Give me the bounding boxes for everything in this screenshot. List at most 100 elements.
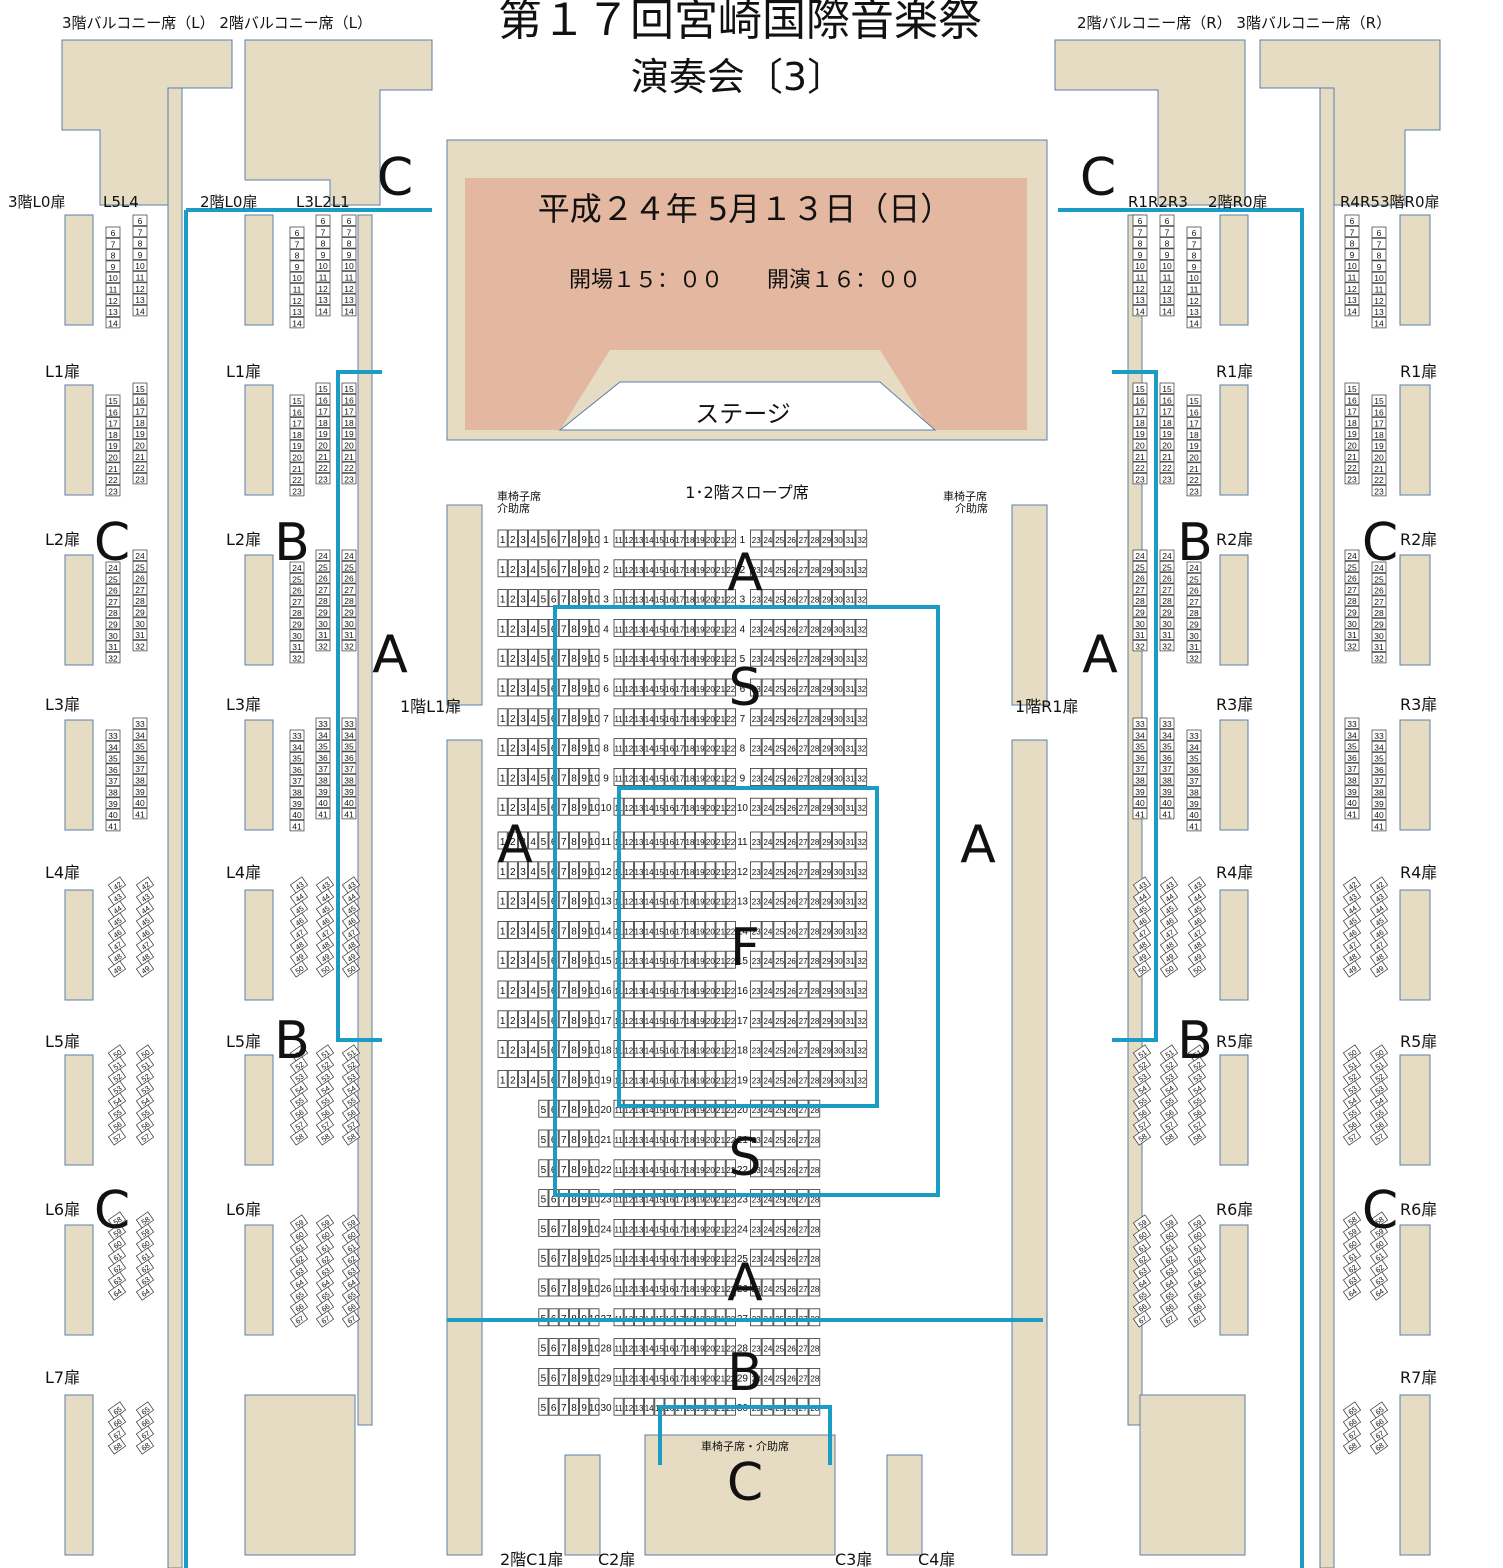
seat: [538, 950, 549, 969]
seat-number: 32: [292, 653, 302, 663]
seat-number: 14: [1162, 306, 1172, 316]
seat: [674, 1338, 685, 1356]
seat-number: 16: [665, 1196, 674, 1205]
seat-number: 29: [822, 596, 831, 605]
seat: [634, 1368, 645, 1386]
seat-number: 18: [686, 1076, 695, 1085]
seat-number: 24: [344, 551, 354, 561]
seat: [579, 648, 590, 667]
seat-number: 7: [561, 624, 567, 635]
seat-number: 27: [799, 1106, 808, 1115]
seat-number: 39: [344, 787, 354, 797]
seat-number: 15: [655, 685, 664, 694]
seat: [105, 271, 121, 284]
seat-number: 5: [541, 897, 547, 908]
seat-number: 22: [726, 745, 735, 754]
seat: [843, 921, 856, 939]
seat: [761, 768, 774, 786]
seat-number: 9: [581, 803, 587, 814]
seat: [569, 1397, 580, 1416]
seat: [725, 797, 736, 816]
seat: [725, 768, 736, 786]
seat-number: 18: [686, 1196, 695, 1205]
zone-mark-a: A: [727, 1253, 763, 1313]
seat: [654, 950, 665, 969]
seat-number: 19: [108, 441, 118, 451]
seat: [644, 797, 655, 816]
seat: [528, 589, 539, 607]
seat: [589, 1368, 600, 1386]
seat-number: 34: [108, 742, 118, 752]
seat: [796, 1099, 809, 1118]
zone-mark-a: A: [372, 625, 408, 685]
seat: [538, 1070, 549, 1088]
seat-number: 38: [344, 776, 354, 786]
seat: [644, 1278, 655, 1297]
seat-number: 2: [510, 624, 516, 635]
seat-number: 28: [810, 1076, 819, 1085]
seat-number: 23: [752, 1076, 761, 1085]
seat: [685, 1040, 696, 1058]
seat-number: 29: [318, 608, 328, 618]
seat: [654, 1099, 665, 1118]
seat-number: 14: [645, 868, 654, 877]
zone-line-left: [184, 208, 432, 1568]
seat-number: 3: [520, 926, 526, 937]
seat-number: 20: [706, 1017, 715, 1026]
seat: [548, 1397, 559, 1416]
seat: [674, 861, 685, 880]
seat: [725, 648, 736, 667]
seat-number: 40: [108, 810, 118, 820]
seat: [613, 1219, 624, 1237]
seat-number: 17: [675, 536, 684, 545]
seat-number: 20: [706, 1225, 715, 1234]
row-number: 6: [603, 684, 609, 695]
row-number: 9: [740, 773, 746, 784]
seat-number: 36: [292, 765, 302, 775]
seat: [558, 1308, 569, 1327]
seat-number: 20: [706, 987, 715, 996]
seat: [796, 1368, 809, 1386]
seat-number: 11: [614, 536, 623, 545]
seat: [773, 559, 785, 578]
seat: [785, 1368, 797, 1386]
seat-number: 14: [135, 306, 145, 316]
seat-number: 33: [135, 719, 145, 729]
seat: [832, 1070, 844, 1088]
seat-number: 32: [857, 715, 866, 724]
door-label-lo: L3扉: [45, 695, 80, 714]
seat: [569, 1070, 580, 1088]
seat-number: 13: [318, 295, 328, 305]
seat-number: 25: [775, 745, 784, 754]
seat: [579, 1368, 590, 1386]
seat: [808, 1248, 821, 1267]
seat-number: 11: [614, 715, 623, 724]
seat: [518, 891, 529, 909]
seat: [569, 529, 580, 548]
seat: [538, 1248, 549, 1267]
row-number: 10: [737, 803, 749, 814]
seat-number: 13: [635, 774, 644, 783]
seat-number: 7: [561, 1075, 567, 1086]
seat-number: 18: [686, 1136, 695, 1145]
seat-number: 24: [763, 898, 772, 907]
seat-number: 10: [589, 773, 601, 784]
seat: [832, 921, 844, 939]
seat-number: 6: [551, 565, 557, 576]
seat: [761, 648, 774, 667]
seat: [644, 921, 655, 939]
seat-number: 2: [510, 837, 516, 848]
seat: [623, 1189, 634, 1207]
seat: [664, 559, 675, 578]
seat: [579, 1278, 590, 1297]
seat-number: 10: [589, 1373, 601, 1384]
seat: [750, 1219, 762, 1237]
seat-number: 18: [292, 430, 302, 440]
seat: [705, 1248, 716, 1267]
seat-number: 13: [635, 745, 644, 754]
seat-number: 9: [347, 250, 352, 260]
seat: [750, 1189, 762, 1207]
